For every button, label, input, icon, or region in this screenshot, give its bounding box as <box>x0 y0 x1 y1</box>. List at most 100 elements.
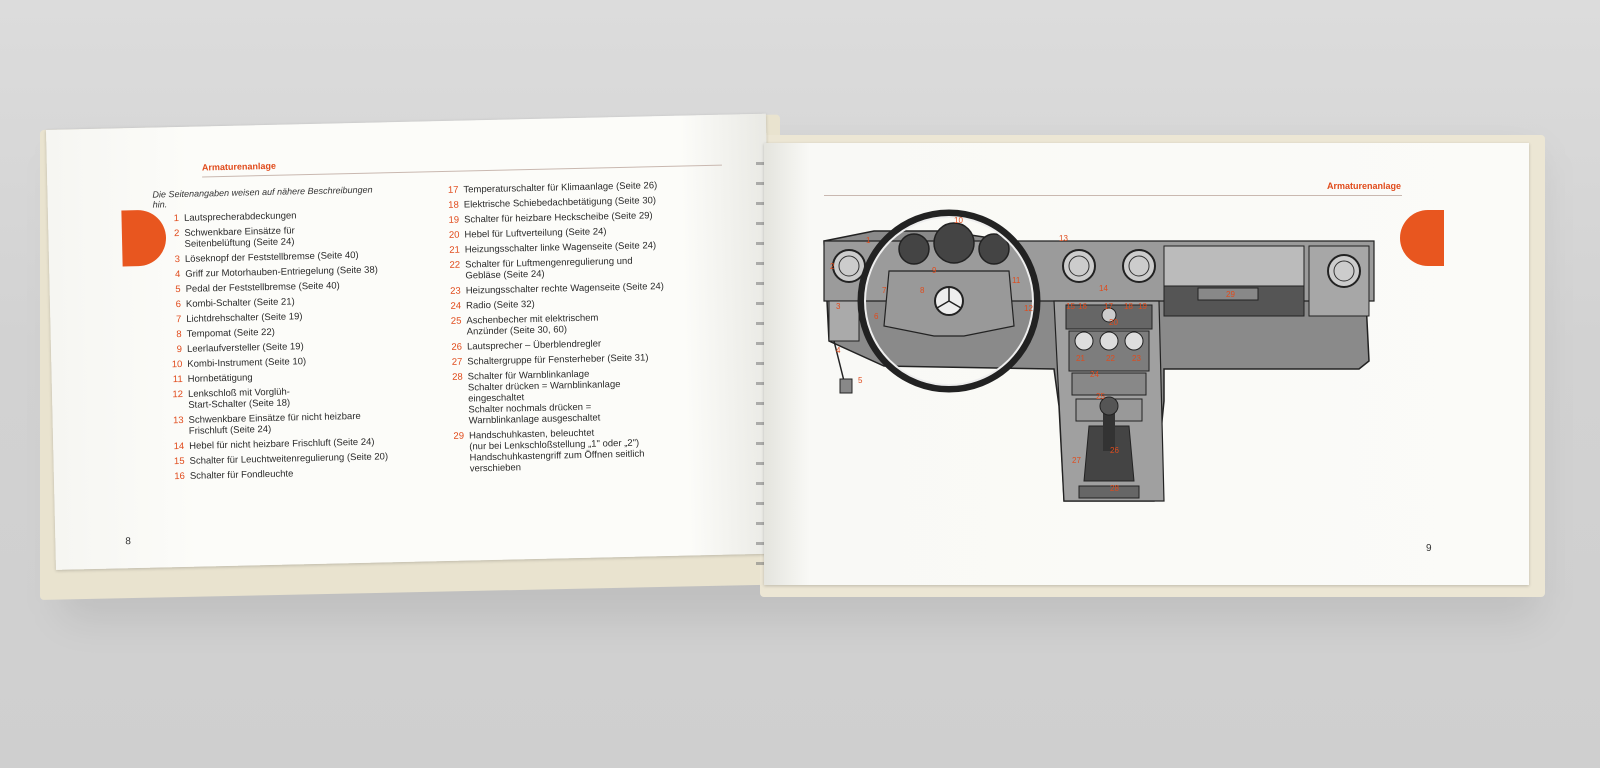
legend-number: 4 <box>174 268 181 281</box>
callout-10: 10 <box>954 216 963 225</box>
legend-text: Lenkschloß mit Vorglüh- Start-Schalter (… <box>187 386 291 411</box>
legend-number: 17 <box>447 184 459 196</box>
left-section-title: Armaturenanlage <box>201 160 277 173</box>
callout-23: 23 <box>1132 354 1141 363</box>
legend-text: Radio (Seite 32) <box>465 298 535 312</box>
callout-19: 19 <box>1138 302 1147 311</box>
legend-number: 25 <box>450 315 462 327</box>
callout-5: 5 <box>858 376 863 385</box>
callout-24: 24 <box>1090 370 1099 379</box>
intro-note: Die Seitenangaben weisen auf nähere Besc… <box>152 184 373 210</box>
legend-column-1: Die Seitenangaben weisen auf nähere Besc… <box>152 184 389 486</box>
right-header-rule <box>824 195 1402 196</box>
legend-number: 16 <box>174 470 186 483</box>
legend-text: Handschuhkasten, beleuchtet (nur bei Len… <box>468 427 645 475</box>
legend-text: Schalter für Fondleuchte <box>189 468 294 482</box>
legend-text: Heizungsschalter linke Wagenseite (Seite… <box>464 240 657 256</box>
legend-number: 23 <box>450 285 461 297</box>
legend-number: 9 <box>176 343 183 356</box>
instrument-cluster <box>898 222 1010 265</box>
callout-4: 4 <box>836 346 841 355</box>
legend-text: Kombi-Schalter (Seite 21) <box>185 296 295 310</box>
legend-item: 14 Hebel für nicht heizbare Frischluft (S… <box>158 436 388 453</box>
legend-text: Schalter für Warnblinkanlage Schalter dr… <box>467 368 621 427</box>
callout-16: 16 <box>1078 302 1087 311</box>
right-page-number: 9 <box>1426 543 1432 554</box>
callout-7: 7 <box>882 286 887 295</box>
callout-12: 12 <box>1024 304 1033 313</box>
callout-15: 15 <box>1066 302 1075 311</box>
legend-list-2: 17 Temperaturschalter für Klimaanlage (Se… <box>432 179 719 475</box>
legend-text: Pedal der Feststellbremse (Seite 40) <box>185 280 340 295</box>
legend-number: 20 <box>448 229 460 241</box>
legend-number: 15 <box>173 455 185 468</box>
callout-27: 27 <box>1072 456 1081 465</box>
legend-number: 8 <box>176 328 182 341</box>
legend-item: 23 Heizungsschalter rechte Wagenseite (Se… <box>435 280 715 297</box>
legend-text: Schwenkbare Einsätze für nicht heizbare … <box>188 410 361 437</box>
steering-wheel <box>857 209 1041 393</box>
legend-text: Griff zur Motorhauben-Entriegelung (Seit… <box>185 264 378 280</box>
callout-6: 6 <box>874 312 879 321</box>
legend-text: Heizungsschalter rechte Wagenseite (Seit… <box>465 281 665 297</box>
callout-8: 8 <box>920 286 925 295</box>
legend-text: Hebel für nicht heizbare Frischluft (Sei… <box>189 436 375 452</box>
legend-text: Schalter für Leuchtweitenregulierung (Se… <box>189 451 389 467</box>
legend-text: Temperaturschalter für Klimaanlage (Seit… <box>463 180 658 196</box>
callout-14: 14 <box>1099 284 1108 293</box>
legend-number: 18 <box>448 199 459 211</box>
legend-text: Schwenkbare Einsätze für Seitenbelüftung… <box>184 225 295 250</box>
legend-number: 28 <box>452 371 463 383</box>
callout-22: 22 <box>1106 354 1115 363</box>
right-section-title: Armaturenanlage <box>1326 181 1401 191</box>
legend-text: Hornbetätigung <box>187 372 253 385</box>
right-page: Armaturenanlage <box>764 143 1529 585</box>
legend-item: 15 Schalter für Leuchtweitenregulierung (… <box>158 451 388 467</box>
legend-text: Lautsprecher – Überblendregler <box>466 338 602 353</box>
legend-number: 12 <box>172 388 184 401</box>
legend-item: 28 Schalter für Warnblinkanlage Schalter … <box>437 366 718 427</box>
legend-text: Löseknopf der Feststellbremse (Seite 40) <box>184 249 359 265</box>
legend-number: 22 <box>449 259 461 271</box>
callout-25: 25 <box>1096 392 1105 401</box>
callout-20: 20 <box>1109 318 1118 327</box>
callout-2: 2 <box>830 262 835 271</box>
legend-text: Lautsprecherabdeckungen <box>183 210 297 224</box>
legend-number: 19 <box>448 214 460 226</box>
callout-18: 18 <box>1124 302 1133 311</box>
legend-text: Leerlaufversteller (Seite 19) <box>186 341 304 355</box>
legend-item: 17 Temperaturschalter für Klimaanlage (Se… <box>432 179 712 196</box>
callout-26: 26 <box>1110 446 1119 455</box>
callout-21: 21 <box>1076 354 1085 363</box>
legend-number: 29 <box>453 430 465 442</box>
legend-text: Elektrische Schiebedachbetätigung (Seite… <box>463 195 657 211</box>
left-page-number: 8 <box>125 536 132 548</box>
legend-item: 4 Griff zur Motorhauben-Entriegelung (Sei… <box>154 264 384 281</box>
legend-number: 14 <box>173 440 185 453</box>
callout-1: 1 <box>866 236 871 245</box>
legend-number: 27 <box>451 356 463 368</box>
callout-3: 3 <box>836 302 841 311</box>
callout-28: 28 <box>1110 484 1119 493</box>
